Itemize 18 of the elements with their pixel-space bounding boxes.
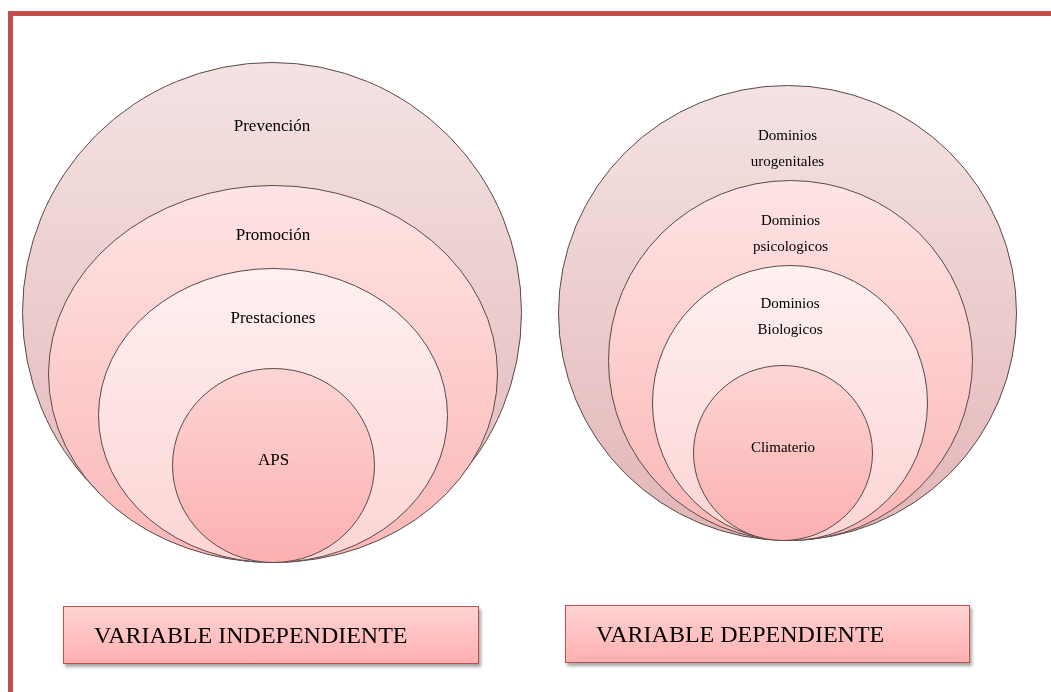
nested-circle	[22, 62, 522, 563]
nested-circle	[693, 365, 873, 541]
circle-label: Dominios psicologicos	[752, 211, 829, 256]
circle-label: Prevención	[233, 115, 311, 137]
circle-label: APS	[257, 449, 290, 471]
nested-circle	[652, 265, 928, 541]
variable-label-box: VARIABLE INDEPENDIENTE	[63, 606, 479, 664]
variable-label-box: VARIABLE DEPENDIENTE	[565, 605, 970, 663]
nested-circle	[172, 368, 375, 563]
circle-label: Promoción	[235, 224, 311, 246]
circle-label: Climaterio	[750, 438, 816, 457]
circle-label: Prestaciones	[230, 307, 316, 329]
circle-label: Dominios urogenitales	[749, 126, 826, 171]
nested-circle	[98, 268, 448, 563]
nested-circle	[48, 185, 498, 563]
nested-circle	[608, 180, 973, 541]
circle-label: Dominios Biologicos	[756, 294, 824, 339]
nested-circle	[558, 85, 1017, 541]
